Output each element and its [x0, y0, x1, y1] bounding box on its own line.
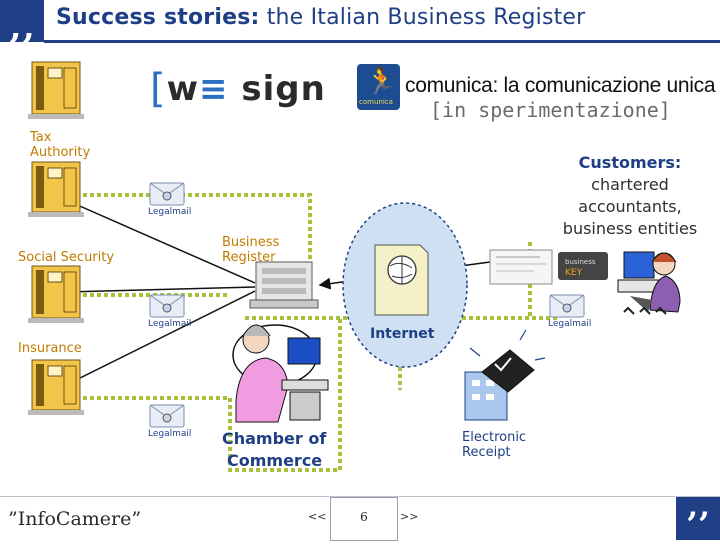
- runner-icon: 🏃: [365, 67, 398, 97]
- social-cabinet-icon: [28, 161, 84, 217]
- title-divider: [44, 40, 720, 43]
- comunica-subtitle: [in sperimentazione]: [430, 98, 671, 122]
- server-icon: [249, 261, 319, 309]
- next-slide-button[interactable]: >>: [400, 510, 419, 523]
- web-form-icon: business KEY: [489, 249, 608, 285]
- infocamere-logo: ”InfoCamere”: [8, 508, 142, 530]
- legalmail-envelope-icon-1: [149, 182, 185, 206]
- footer-divider: [0, 496, 720, 497]
- diagram-graphics: business KEY: [28, 61, 681, 472]
- title-bold: Success stories:: [56, 5, 260, 30]
- legalmail-envelope-icon-2: [149, 294, 185, 318]
- label-chamber-line2: Commerce: [227, 451, 323, 470]
- legalmail-envelope-icon-4: [549, 294, 585, 318]
- quote-close-icon: ’’: [676, 497, 720, 545]
- customers-line3: business entities: [562, 219, 698, 238]
- quote-logo-icon: ‚‚: [0, 0, 44, 48]
- wesign-logo: [w≡ sign: [150, 64, 326, 112]
- customers-line2: accountants,: [578, 197, 682, 216]
- slide-title: Success stories: the Italian Business Re…: [56, 5, 585, 30]
- customers-line1: chartered: [591, 175, 669, 194]
- comunica-logo-icon: 🏃 comunica: [357, 64, 400, 110]
- prev-slide-button[interactable]: <<: [308, 510, 327, 523]
- wesign-sign: sign: [228, 69, 326, 109]
- label-chamber-line1: Chamber of: [222, 429, 327, 448]
- legalmail-label-3: Legalmail: [148, 429, 192, 439]
- receipt-illustration: [464, 329, 546, 421]
- comunica-title: comunica: la comunicazione unica: [405, 74, 716, 97]
- insurance-cabinet-icon: [28, 265, 84, 323]
- legalmail-envelope-icon-3: [149, 404, 185, 428]
- legalmail-label-2: Legalmail: [148, 319, 192, 329]
- label-electronic-receipt: Electronic Receipt: [462, 430, 527, 460]
- tax-cabinet-icon: [28, 61, 84, 119]
- business-key-label: business: [565, 258, 596, 266]
- wesign-we: w: [166, 69, 200, 109]
- comunica-badge: comunica: [359, 98, 393, 106]
- customers-title: Customers:: [578, 153, 682, 172]
- label-insurance: Insurance: [18, 341, 82, 356]
- label-tax-authority: Tax Authority: [30, 130, 91, 160]
- web-document-icon: [374, 244, 429, 316]
- label-social-security: Social Security: [18, 250, 115, 265]
- label-business-register: Business Register: [222, 235, 280, 265]
- wesign-bracket: [: [150, 66, 167, 112]
- customer-illustration: [617, 251, 681, 315]
- wesign-eq: ≡: [199, 69, 229, 109]
- fourth-cabinet-icon: [28, 359, 84, 415]
- legalmail-label-1: Legalmail: [148, 207, 192, 217]
- legalmail-label-4: Legalmail: [548, 319, 592, 329]
- page-number: 6: [360, 510, 368, 524]
- operator-illustration: [232, 324, 329, 423]
- label-internet: Internet: [370, 326, 435, 342]
- title-rest: the Italian Business Register: [259, 5, 586, 30]
- business-key-key: KEY: [565, 268, 583, 278]
- customers-block: Customers: chartered accountants, busine…: [550, 152, 710, 240]
